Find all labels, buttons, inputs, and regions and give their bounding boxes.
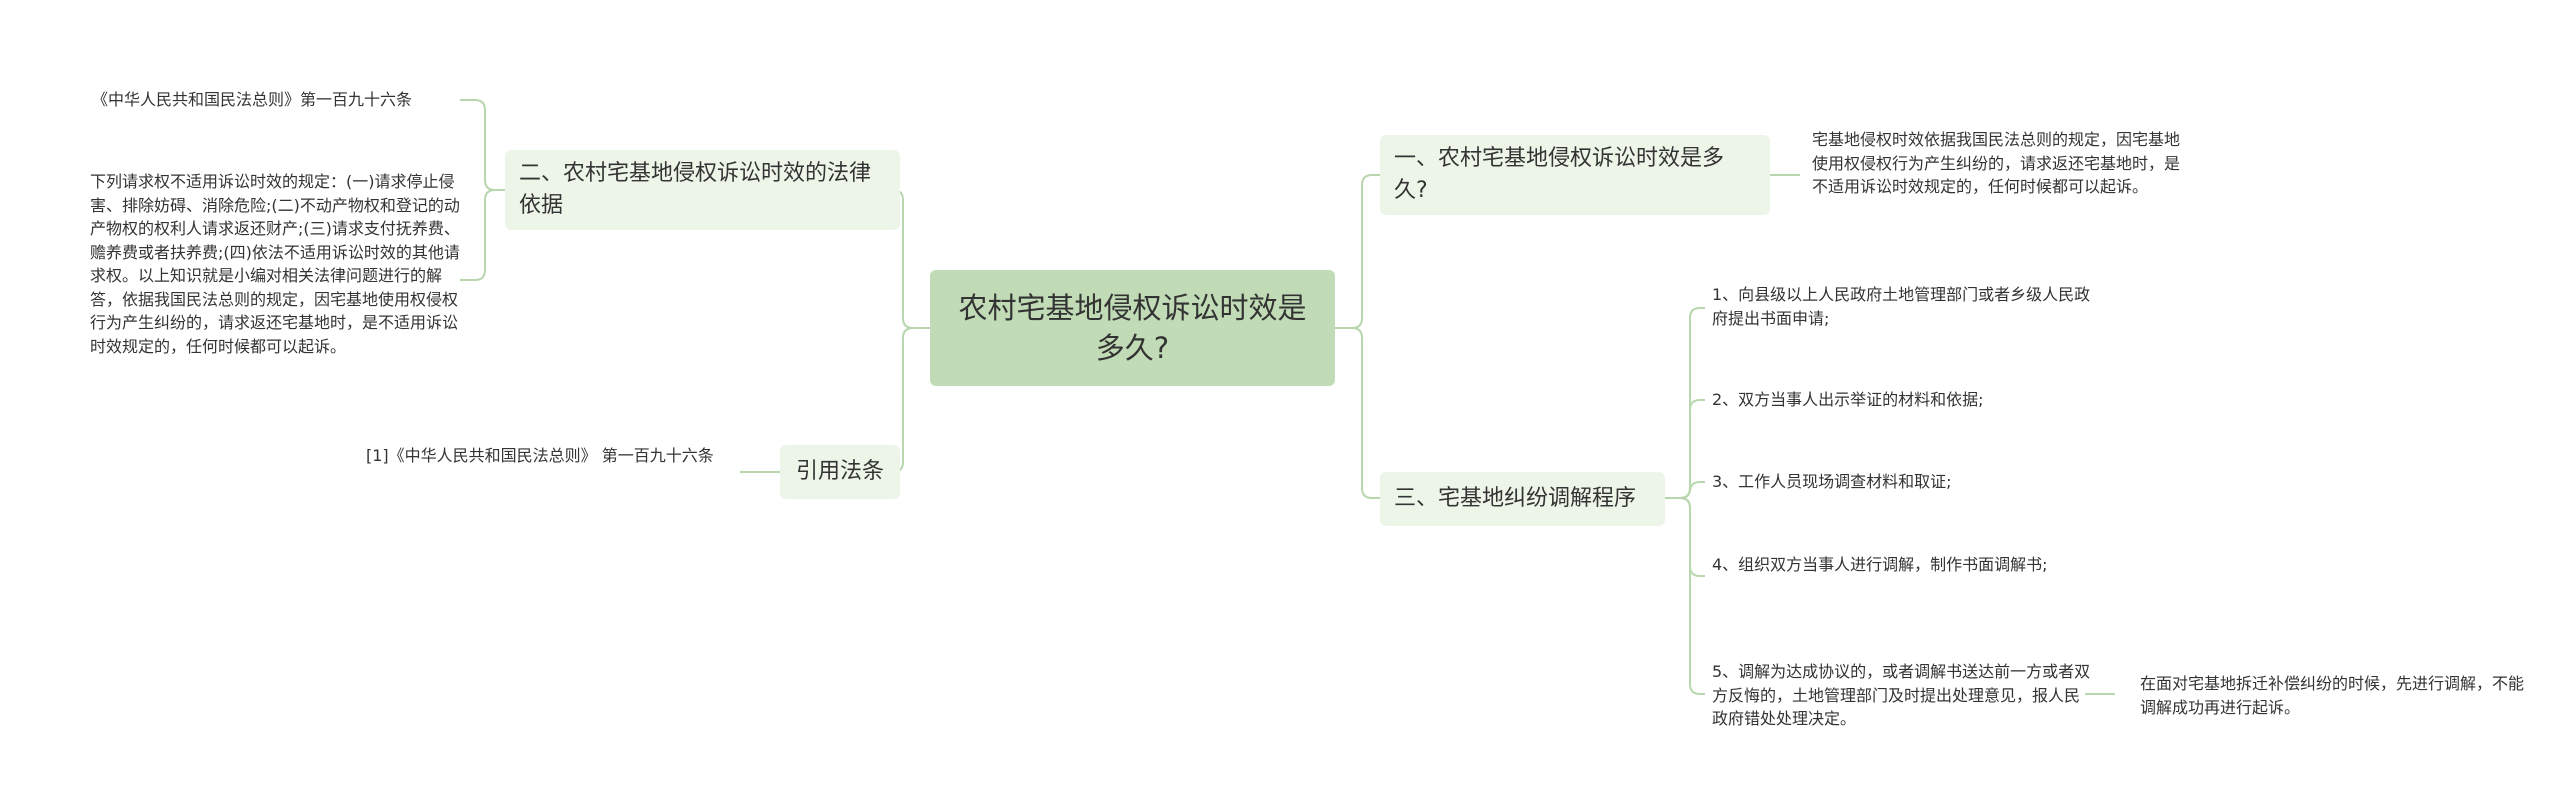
branch-2-text-content: 下列请求权不适用诉讼时效的规定：(一)请求停止侵害、排除妨碍、消除危险;(二)不… bbox=[90, 172, 460, 356]
link-b2-law bbox=[460, 99, 505, 191]
step-3: 3、工作人员现场调查材料和取证; bbox=[1712, 470, 2092, 494]
link-b3-s2 bbox=[1665, 399, 1705, 499]
link-b3-s3 bbox=[1665, 481, 1705, 499]
branch-4-label: 引用法条 bbox=[795, 459, 884, 484]
link-root-b1 bbox=[1335, 174, 1380, 329]
step-1: 1、向县级以上人民政府土地管理部门或者乡级人民政府提出书面申请; bbox=[1712, 283, 2092, 330]
branch-4-reference: [1]《中华人民共和国民法总则》 第一百九十六条 bbox=[366, 444, 736, 468]
branch-3-label: 三、宅基地纠纷调解程序 bbox=[1394, 486, 1637, 511]
step-5-note-text: 在面对宅基地拆迁补偿纠纷的时候，先进行调解，不能调解成功再进行起诉。 bbox=[2140, 674, 2525, 717]
root-topic-label: 农村宅基地侵权诉讼时效是多久? bbox=[958, 291, 1307, 365]
step-3-text: 3、工作人员现场调查材料和取证; bbox=[1712, 472, 1952, 491]
branch-1-label: 一、农村宅基地侵权诉讼时效是多久? bbox=[1394, 146, 1725, 203]
branch-2-law-citation-text: 《中华人民共和国民法总则》第一百九十六条 bbox=[92, 90, 413, 109]
step-2: 2、双方当事人出示举证的材料和依据; bbox=[1712, 388, 2092, 412]
link-b3-s5 bbox=[1665, 497, 1705, 695]
step-5: 5、调解为达成协议的，或者调解书送达前一方或者双方反悔的，土地管理部门及时提出处… bbox=[1712, 660, 2092, 731]
step-2-text: 2、双方当事人出示举证的材料和依据; bbox=[1712, 390, 1984, 409]
branch-4-reference-text: [1]《中华人民共和国民法总则》 第一百九十六条 bbox=[366, 446, 714, 465]
branch-1-text-content: 宅基地侵权时效依据我国民法总则的规定，因宅基地使用权侵权行为产生纠纷的，请求返还… bbox=[1812, 130, 2181, 196]
branch-3-mediation-procedure[interactable]: 三、宅基地纠纷调解程序 bbox=[1380, 472, 1665, 526]
branch-2-law-citation: 《中华人民共和国民法总则》第一百九十六条 bbox=[92, 88, 472, 112]
branch-1-limitation-period[interactable]: 一、农村宅基地侵权诉讼时效是多久? bbox=[1380, 135, 1770, 215]
step-4: 4、组织双方当事人进行调解，制作书面调解书; bbox=[1712, 553, 2092, 577]
step-1-text: 1、向县级以上人民政府土地管理部门或者乡级人民政府提出书面申请; bbox=[1712, 285, 2091, 328]
branch-1-text: 宅基地侵权时效依据我国民法总则的规定，因宅基地使用权侵权行为产生纠纷的，请求返还… bbox=[1812, 128, 2195, 199]
link-b3-s4 bbox=[1665, 497, 1705, 577]
step-5-note: 在面对宅基地拆迁补偿纠纷的时候，先进行调解，不能调解成功再进行起诉。 bbox=[2140, 672, 2525, 719]
branch-2-label: 二、农村宅基地侵权诉讼时效的法律依据 bbox=[519, 161, 872, 218]
root-topic[interactable]: 农村宅基地侵权诉讼时效是多久? bbox=[930, 270, 1335, 386]
branch-2-text: 下列请求权不适用诉讼时效的规定：(一)请求停止侵害、排除妨碍、消除危险;(二)不… bbox=[90, 170, 465, 358]
link-b2-text bbox=[460, 189, 505, 281]
step-4-text: 4、组织双方当事人进行调解，制作书面调解书; bbox=[1712, 555, 2048, 574]
link-root-b3 bbox=[1335, 327, 1380, 499]
link-b3-s1 bbox=[1665, 307, 1705, 499]
branch-2-legal-basis[interactable]: 二、农村宅基地侵权诉讼时效的法律依据 bbox=[505, 150, 900, 230]
branch-4-cited-laws[interactable]: 引用法条 bbox=[780, 445, 900, 499]
step-5-text: 5、调解为达成协议的，或者调解书送达前一方或者双方反悔的，土地管理部门及时提出处… bbox=[1712, 662, 2091, 728]
